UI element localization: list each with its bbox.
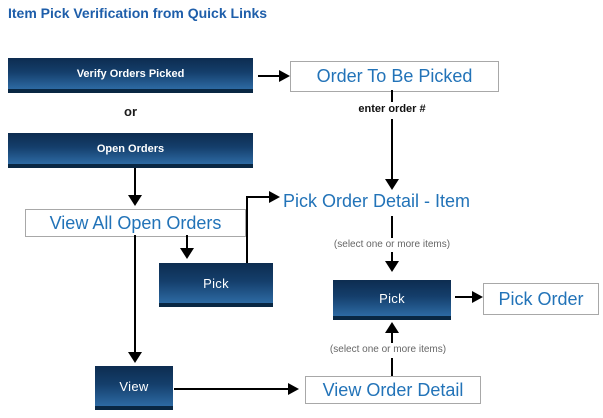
node-pick-order-page: Pick Order (483, 283, 599, 315)
arrow-view-to-viewdetail-head (288, 383, 299, 395)
node-order-to-be-picked-label: Order To Be Picked (316, 66, 473, 86)
arrow-pickleft-to-detail-head (269, 191, 280, 203)
arrow-open-to-viewall-head (128, 195, 142, 206)
arrow-detail-up-to-pick-line (391, 333, 393, 343)
arrow-pickleft-to-detail-vline (246, 197, 248, 263)
arrow-detail-to-pick-line-upper (391, 216, 393, 238)
arrow-order-to-detail-head (385, 179, 399, 190)
arrow-viewall-to-pick-line (186, 235, 188, 249)
arrow-pick-to-pickorder-line (455, 296, 473, 298)
arrow-viewall-to-pick-head (180, 248, 194, 259)
arrow-order-to-detail-line-upper (391, 90, 393, 102)
select-items-note-top: (select one or more items) (333, 239, 451, 250)
node-verify-orders-picked-button: Verify Orders Picked (8, 58, 253, 93)
enter-order-number-label: enter order # (358, 103, 426, 115)
node-view-label: View (119, 378, 149, 394)
node-view-order-detail-page: View Order Detail (305, 376, 481, 404)
node-open-orders-button: Open Orders (8, 133, 253, 168)
arrow-viewall-to-view-line (134, 235, 136, 353)
connector-viewdetail-to-note-line (391, 358, 393, 376)
node-order-to-be-picked-page: Order To Be Picked (290, 61, 499, 92)
arrow-detail-to-pick-line-lower (391, 252, 393, 262)
arrow-pickleft-to-detail-hline (246, 196, 270, 198)
arrow-verify-to-order-head (279, 70, 290, 82)
node-view-order-detail-label: View Order Detail (322, 379, 464, 400)
node-pick-order-label: Pick Order (498, 288, 584, 309)
arrow-open-to-viewall-line (134, 168, 136, 196)
or-label: or (124, 104, 137, 119)
node-view-all-open-orders-page: View All Open Orders (25, 209, 246, 237)
node-verify-orders-picked-label: Verify Orders Picked (76, 67, 185, 80)
node-pick-left-label: Pick (203, 275, 229, 291)
node-view-all-open-orders-label: View All Open Orders (49, 212, 222, 233)
arrow-viewall-to-view-head (128, 352, 142, 363)
arrow-order-to-detail-line-lower (391, 119, 393, 180)
node-pick-order-detail-item-page: Pick Order Detail - Item (283, 191, 471, 211)
arrow-pick-to-pickorder-head (472, 291, 483, 303)
arrow-detail-to-pick-head (385, 261, 399, 272)
node-pick-left-button: Pick (159, 263, 273, 307)
arrow-view-to-viewdetail-line (174, 388, 289, 390)
node-open-orders-label: Open Orders (96, 142, 165, 155)
node-pick-right-label: Pick (379, 290, 405, 306)
node-view-button: View (95, 366, 173, 410)
node-pick-right-button: Pick (333, 280, 451, 320)
arrow-verify-to-order-line (258, 75, 281, 77)
select-items-note-bottom: (select one or more items) (329, 344, 447, 355)
arrow-detail-up-to-pick-head (385, 322, 399, 333)
page-title: Item Pick Verification from Quick Links (8, 5, 268, 21)
